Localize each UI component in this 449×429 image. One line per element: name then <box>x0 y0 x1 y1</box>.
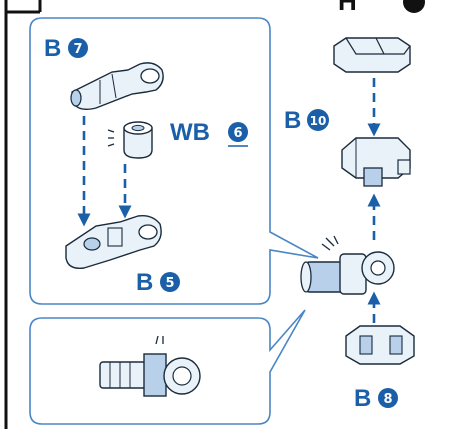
label-b10: B 10 <box>284 107 329 134</box>
svg-text:WB: WB <box>170 119 210 146</box>
svg-text:6: 6 <box>233 126 242 141</box>
part-b8 <box>346 326 414 364</box>
svg-text:B: B <box>44 35 61 62</box>
svg-text:B: B <box>136 269 153 296</box>
part-main-assembly <box>301 236 394 294</box>
label-b8: B 8 <box>354 385 398 412</box>
svg-text:5: 5 <box>165 276 174 291</box>
svg-text:B: B <box>354 385 371 412</box>
svg-text:8: 8 <box>383 392 392 407</box>
svg-text:7: 7 <box>73 42 82 57</box>
top-part-label: H <box>338 0 357 16</box>
top-part-number-circle <box>403 0 425 13</box>
svg-text:B: B <box>284 107 301 134</box>
part-h <box>334 38 410 72</box>
svg-text:10: 10 <box>310 114 327 128</box>
click-tick-marks-main <box>322 236 338 250</box>
part-b10 <box>342 138 410 186</box>
